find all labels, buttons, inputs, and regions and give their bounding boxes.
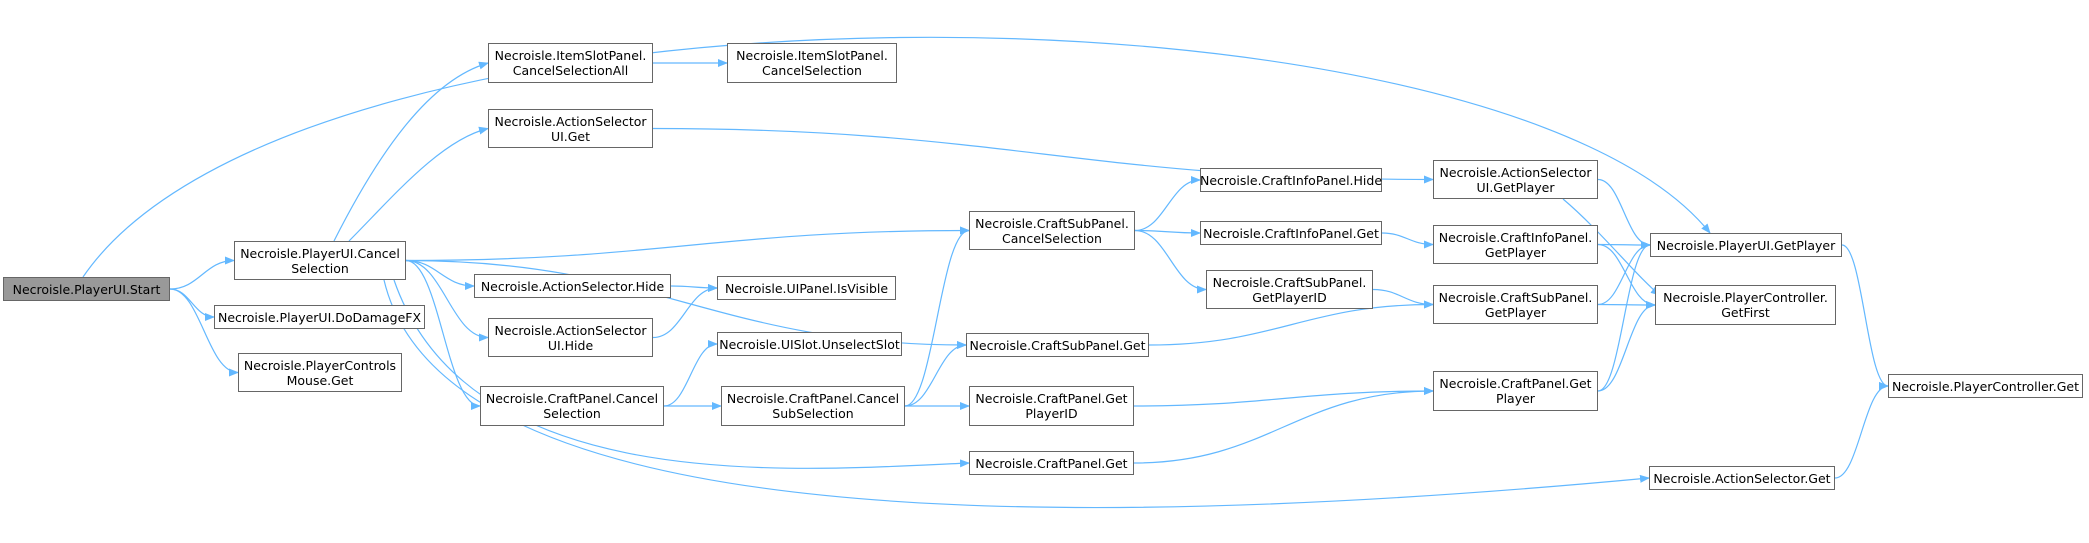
graph-node-n27[interactable]: Necroisle.PlayerController.Get xyxy=(1888,374,2083,398)
graph-node-n11[interactable]: Necroisle.CraftPanel.Cancel Selection xyxy=(480,386,664,426)
edge-n1-n16 xyxy=(393,279,970,469)
graph-node-n7[interactable]: Necroisle.ActionSelector.Hide xyxy=(474,274,671,298)
edge-n0-n3 xyxy=(169,288,239,377)
edge-n13-n18 xyxy=(1134,228,1201,237)
edge-n0-n1 xyxy=(169,256,235,290)
graph-node-n18[interactable]: Necroisle.CraftInfoPanel.Get xyxy=(1200,221,1382,245)
edge-n1-n13 xyxy=(405,226,970,262)
graph-node-n1[interactable]: Necroisle.PlayerUI.Cancel Selection xyxy=(234,241,406,280)
graph-node-n8[interactable]: Necroisle.UIPanel.IsVisible xyxy=(717,276,896,300)
graph-node-n15[interactable]: Necroisle.CraftPanel.Get PlayerID xyxy=(969,386,1134,426)
edge-n14-n22 xyxy=(1148,300,1434,346)
edge-n11-n10 xyxy=(663,340,718,407)
edge-n13-n19 xyxy=(1134,229,1207,294)
graph-node-n5[interactable]: Necroisle.ItemSlotPanel. CancelSelection xyxy=(727,43,897,83)
graph-node-n14[interactable]: Necroisle.CraftSubPanel.Get xyxy=(966,333,1149,357)
graph-node-n2[interactable]: Necroisle.PlayerUI.DoDamageFX xyxy=(214,305,425,329)
edge-n19-n22 xyxy=(1372,288,1434,309)
edge-n23-n25 xyxy=(1597,241,1651,392)
graph-node-n22[interactable]: Necroisle.CraftSubPanel. GetPlayer xyxy=(1433,285,1598,324)
graph-node-n19[interactable]: Necroisle.CraftSubPanel. GetPlayerID xyxy=(1206,270,1373,309)
graph-node-n26[interactable]: Necroisle.PlayerController. GetFirst xyxy=(1655,285,1836,325)
graph-node-n3[interactable]: Necroisle.PlayerControls Mouse.Get xyxy=(238,353,402,392)
graph-node-n25[interactable]: Necroisle.PlayerUI.GetPlayer xyxy=(1650,233,1842,257)
edge-n18-n21 xyxy=(1381,232,1434,249)
edge-n1-n24 xyxy=(383,279,1650,509)
edge-n0-n25 xyxy=(82,36,1711,278)
edge-n1-n6 xyxy=(348,126,489,242)
graph-node-n4[interactable]: Necroisle.ItemSlotPanel. CancelSelection… xyxy=(488,43,653,83)
edge-n15-n23 xyxy=(1133,387,1434,407)
graph-node-n9[interactable]: Necroisle.ActionSelector UI.Hide xyxy=(488,318,653,357)
edge-n23-n26 xyxy=(1597,301,1656,392)
edge-n12-n13 xyxy=(904,226,970,407)
graph-node-n0[interactable]: Necroisle.PlayerUI.Start xyxy=(3,277,170,301)
edge-n12-n14 xyxy=(904,341,967,407)
graph-node-n24[interactable]: Necroisle.ActionSelector.Get xyxy=(1649,466,1835,490)
edge-n9-n8 xyxy=(652,284,718,339)
edge-n16-n23 xyxy=(1133,387,1434,464)
graph-node-n21[interactable]: Necroisle.CraftInfoPanel. GetPlayer xyxy=(1433,225,1598,264)
graph-node-n13[interactable]: Necroisle.CraftSubPanel. CancelSelection xyxy=(969,211,1135,250)
graph-node-n23[interactable]: Necroisle.CraftPanel.Get Player xyxy=(1433,371,1598,411)
graph-node-n20[interactable]: Necroisle.ActionSelector UI.GetPlayer xyxy=(1433,160,1598,199)
edge-n1-n9 xyxy=(405,259,489,342)
graph-node-n10[interactable]: Necroisle.UISlot.UnselectSlot xyxy=(717,332,902,356)
edge-n13-n17 xyxy=(1134,176,1201,232)
edge-n1-n7 xyxy=(405,259,475,290)
graph-node-n12[interactable]: Necroisle.CraftPanel.Cancel SubSelection xyxy=(721,386,905,426)
graph-node-n6[interactable]: Necroisle.ActionSelector UI.Get xyxy=(488,109,653,148)
edge-n1-n4 xyxy=(333,61,489,242)
edge-n20-n26 xyxy=(1562,198,1661,296)
graph-node-n16[interactable]: Necroisle.CraftPanel.Get xyxy=(969,451,1134,475)
graph-node-n17[interactable]: Necroisle.CraftInfoPanel.Hide xyxy=(1200,168,1382,192)
edge-n1-n11 xyxy=(405,259,481,410)
edge-n25-n27 xyxy=(1841,244,1889,390)
